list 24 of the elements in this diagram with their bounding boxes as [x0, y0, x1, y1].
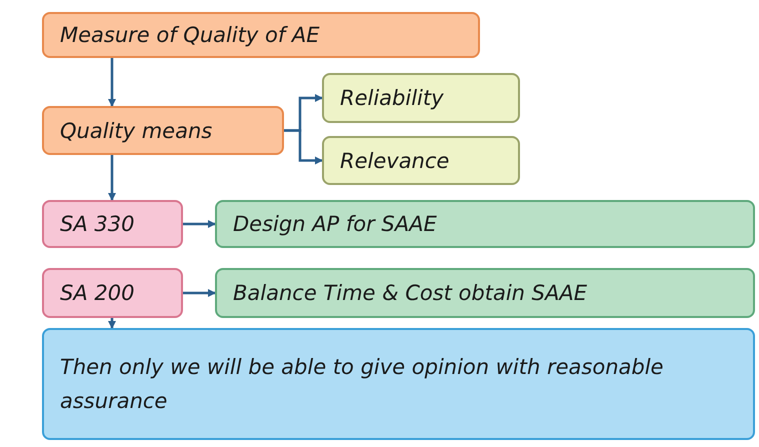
- arrow: [108, 318, 116, 329]
- process-box: [42, 12, 480, 58]
- process-box: [322, 136, 520, 185]
- process-box: [42, 200, 183, 248]
- process-box: [322, 73, 520, 123]
- process-box: [42, 328, 755, 440]
- box-text: Balance Time & Cost obtain SAAE: [233, 280, 588, 307]
- arrow: [108, 58, 116, 107]
- box-text: Quality means: [60, 118, 214, 144]
- arrow: [183, 289, 216, 297]
- box-text: Then only we will be able to give opinion with reasonable assurance: [60, 354, 664, 415]
- process-box: [42, 106, 284, 155]
- process-box: [42, 268, 183, 318]
- box-text: SA 200: [60, 280, 136, 307]
- arrow: [284, 129, 323, 164]
- box-text: Design AP for SAAE: [233, 211, 438, 238]
- process-box: [215, 200, 755, 248]
- arrow: [108, 155, 116, 201]
- box-text: SA 330: [60, 211, 136, 238]
- arrow: [183, 220, 216, 228]
- process-box: [215, 268, 755, 318]
- box-text: Reliability: [340, 85, 445, 112]
- box-text: Relevance: [340, 148, 450, 174]
- box-text: Measure of Quality of AE: [60, 22, 321, 49]
